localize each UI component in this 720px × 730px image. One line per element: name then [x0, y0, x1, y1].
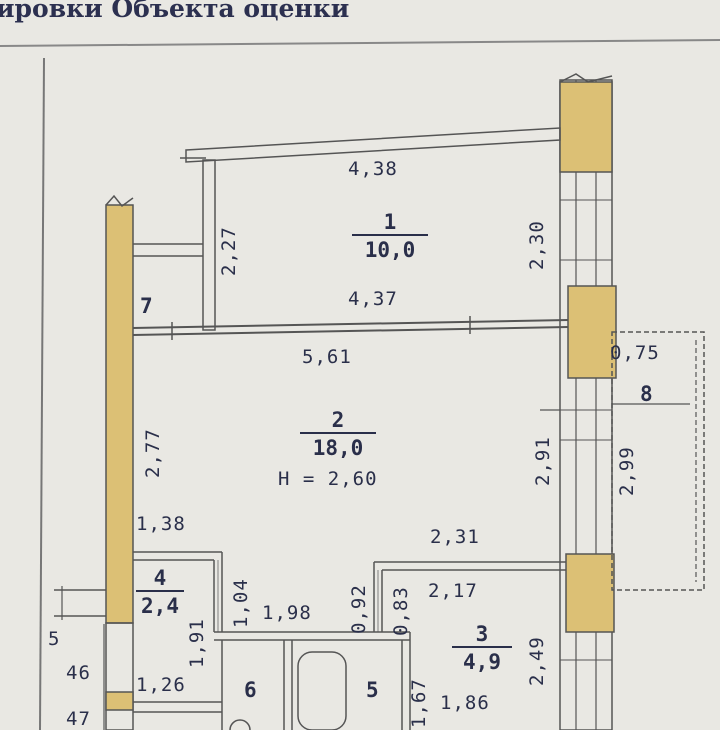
room-3-label: 3 4,9 — [452, 622, 512, 674]
page-left-margin — [39, 57, 45, 730]
dim-2-27: 2,27 — [218, 226, 240, 276]
dim-1-67: 1,67 — [408, 678, 430, 728]
dim-0-75: 0,75 — [610, 342, 660, 364]
room1-top-wall — [185, 127, 561, 163]
left-wall-break — [105, 194, 134, 208]
bathtub — [297, 651, 347, 730]
dim-2-31: 2,31 — [430, 526, 480, 548]
room-3-area: 4,9 — [452, 646, 512, 674]
dim-1-86: 1,86 — [440, 692, 490, 714]
left-wall — [105, 204, 134, 624]
dim-1-38: 1,38 — [136, 513, 186, 535]
page-border-line — [0, 39, 720, 47]
room1-room2-wall — [132, 319, 569, 329]
room-1-number: 1 — [383, 210, 397, 234]
balcony-outline — [611, 331, 705, 591]
dim-2-77: 2,77 — [142, 428, 164, 478]
left-wall-fill-small — [105, 691, 134, 711]
room-4-number: 4 — [153, 566, 167, 590]
room1-left-wall — [202, 159, 216, 331]
right-wall-pier-mid — [567, 285, 617, 379]
dim-4-38: 4,38 — [348, 158, 398, 180]
room-4-area: 2,4 — [136, 590, 184, 618]
document-header: ировки Объекта оценки — [0, 0, 350, 23]
room-2-height: Н = 2,60 — [278, 468, 378, 490]
right-wall-pier-top — [559, 81, 613, 173]
room-5-number: 5 — [366, 678, 380, 702]
dim-1-98: 1,98 — [262, 602, 312, 624]
room-3-number: 3 — [475, 622, 489, 646]
room-1-label: 1 10,0 — [352, 210, 428, 262]
dim-46: 46 — [66, 662, 91, 684]
dim-1-91: 1,91 — [186, 618, 208, 668]
right-wall-pier-low — [565, 553, 615, 633]
dim-1-26: 1,26 — [136, 674, 186, 696]
dim-4-37: 4,37 — [348, 288, 398, 310]
room-1-area: 10,0 — [352, 234, 428, 262]
dim-0-83: 0,83 — [390, 586, 412, 636]
dim-2-91: 2,91 — [532, 436, 554, 486]
dim-0-92: 0,92 — [348, 584, 370, 634]
dim-5: 5 — [48, 628, 61, 650]
room-6-number: 6 — [244, 678, 258, 702]
room-2-number: 2 — [331, 408, 345, 432]
dim-47: 47 — [66, 708, 91, 730]
room-2-label: 2 18,0 — [300, 408, 376, 460]
room-7-number: 7 — [140, 294, 154, 318]
dim-5-61: 5,61 — [302, 346, 352, 368]
dim-2-30: 2,30 — [526, 220, 548, 270]
dim-2-99: 2,99 — [616, 446, 638, 496]
dim-1-04: 1,04 — [230, 578, 252, 628]
left-wall-lower — [105, 622, 134, 730]
dim-2-17: 2,17 — [428, 580, 478, 602]
dim-2-49: 2,49 — [526, 636, 548, 686]
room-8-number: 8 — [640, 382, 654, 406]
room-2-area: 18,0 — [300, 432, 376, 460]
room-4-label: 4 2,4 — [136, 566, 184, 618]
